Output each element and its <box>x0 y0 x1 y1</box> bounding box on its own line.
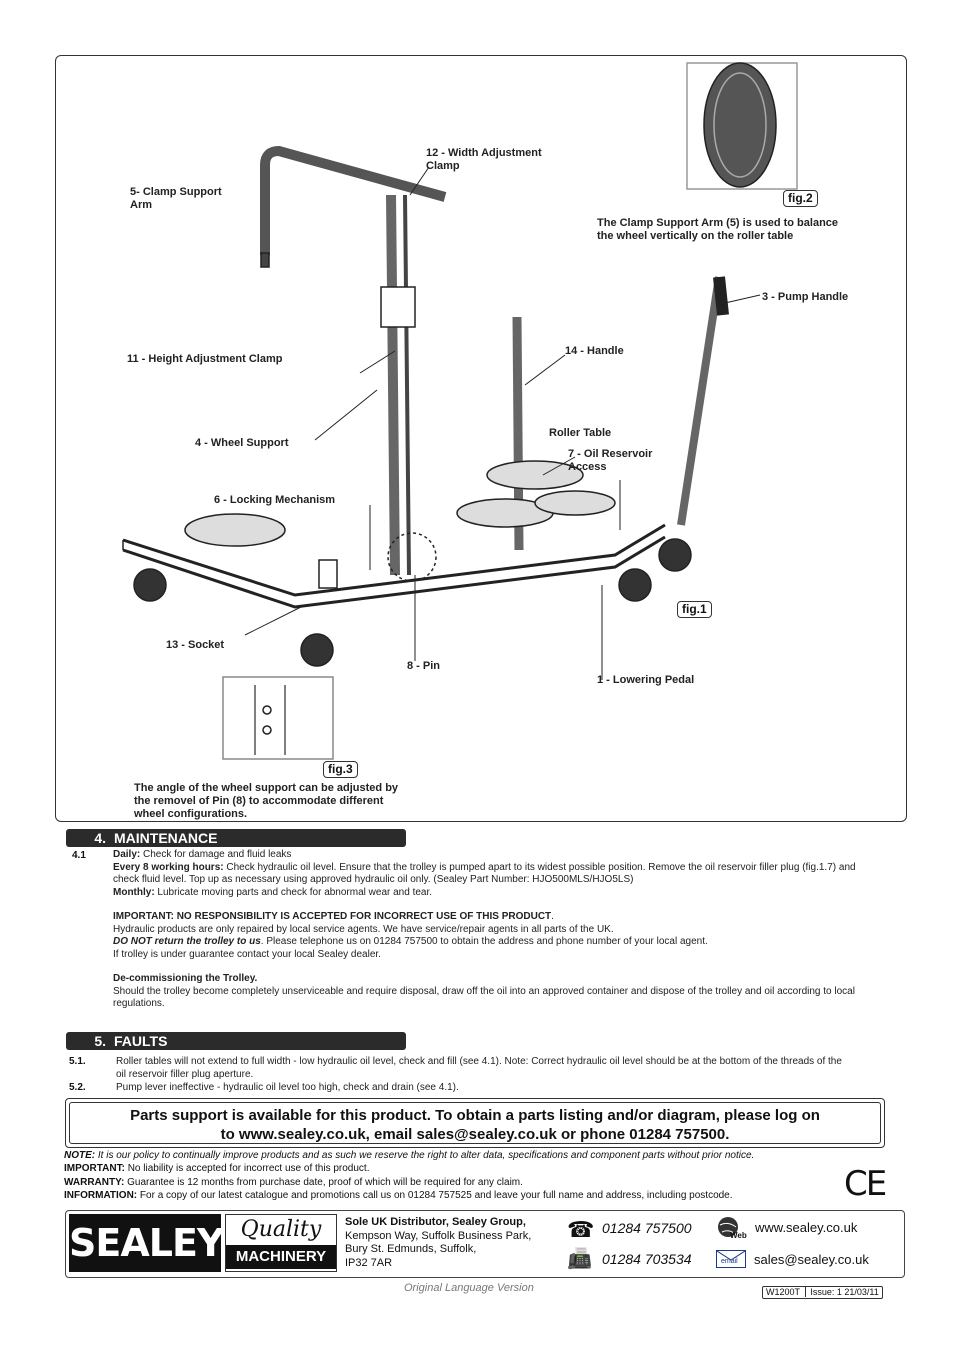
fault-2-text: Pump lever ineffective - hydraulic oil l… <box>116 1082 459 1093</box>
sealey-logo: SEALEY <box>69 1214 224 1272</box>
fax-icon: 📠 <box>567 1248 592 1270</box>
parts-support-inner: Parts support is available for this prod… <box>69 1102 881 1144</box>
original-language: Original Language Version <box>404 1282 534 1294</box>
every8-text: Check hydraulic oil level. Ensure that t… <box>113 861 856 886</box>
note-text: It is our policy to continually improve … <box>95 1150 755 1161</box>
important-note-label: IMPORTANT: <box>64 1163 125 1175</box>
daily-text: Check for damage and fluid leaks <box>140 849 292 860</box>
note-label: NOTE: <box>64 1150 96 1161</box>
dont-return: DO NOT return the trolley to us <box>113 936 261 947</box>
legal-notes: NOTE: It is our policy to continually im… <box>64 1149 884 1203</box>
fig2-tag: fig.2 <box>783 190 818 207</box>
label-pin: 8 - Pin <box>407 660 441 672</box>
decom-title: De-commissioning the Trolley. <box>113 973 258 984</box>
issue-text: Issue: 1 21/03/11 <box>805 1287 879 1297</box>
fault-1-number: 5.1. <box>69 1056 86 1067</box>
label-locking: 6 - Locking Mechanism <box>214 494 336 506</box>
monthly-text: Lubricate moving parts and check for abn… <box>154 886 433 898</box>
fax-number: 01284 703534 <box>602 1251 692 1267</box>
address-line3: IP32 7AR <box>345 1256 393 1269</box>
address-line2: Bury St. Edmunds, Suffolk, <box>345 1243 477 1255</box>
label-width-clamp: 12 - Width Adjustment Clamp <box>426 147 542 172</box>
fig1-tag: fig.1 <box>677 601 712 618</box>
ce-mark: CE <box>844 1164 887 1204</box>
important-note-text: No liability is accepted for incorrect u… <box>124 1163 370 1175</box>
faults-number: 5. <box>94 1033 106 1049</box>
info-text: For a copy of our latest catalogue and p… <box>137 1190 733 1202</box>
machinery-text: MACHINERY <box>226 1245 336 1269</box>
label-roller-table: Roller Table <box>549 427 612 439</box>
label-wheel-support: 4 - Wheel Support <box>195 437 289 449</box>
label-socket: 13 - Socket <box>166 639 225 651</box>
faults-title: FAULTS <box>114 1033 168 1049</box>
monthly-label: Monthly: <box>113 886 155 898</box>
phone-number: 01284 757500 <box>602 1220 692 1236</box>
distributor-title: Sole UK Distributor, Sealey Group, <box>345 1216 526 1228</box>
label-pump-handle: 3 - Pump Handle <box>762 291 849 303</box>
quality-logo: Quality MACHINERY <box>225 1214 337 1272</box>
maintenance-header: 4. MAINTENANCE <box>66 829 406 847</box>
maintenance-number: 4. <box>94 830 106 846</box>
info-label: INFORMATION: <box>64 1190 138 1202</box>
parts-support-line2: to www.sealey.co.uk, email sales@sealey.… <box>220 1126 730 1143</box>
doc-code-text: W1200T <box>766 1287 800 1297</box>
fig3-tag: fig.3 <box>323 761 358 778</box>
label-oil-reservoir: 7 - Oil Reservoir Access <box>568 448 653 473</box>
trolley-diagram <box>122 62 798 760</box>
important-end: . <box>551 911 554 922</box>
footer-box <box>65 1210 905 1278</box>
maintenance-title: MAINTENANCE <box>114 830 218 846</box>
fault-2-number: 5.2. <box>69 1082 86 1093</box>
maintenance-item-number: 4.1 <box>72 850 86 861</box>
email-icon: email <box>716 1250 746 1268</box>
phone-icon: ☎ <box>567 1217 595 1242</box>
address-line1: Kempson Way, Suffolk Business Park, <box>345 1229 532 1242</box>
parts-support-line1: Parts support is available for this prod… <box>130 1107 820 1124</box>
website-link[interactable]: www.sealey.co.uk <box>755 1220 858 1235</box>
quality-text: Quality <box>240 1217 322 1242</box>
email-link[interactable]: sales@sealey.co.uk <box>754 1252 869 1267</box>
parts-support-box: Parts support is available for this prod… <box>65 1098 885 1148</box>
guarantee-text: If trolley is under guarantee contact yo… <box>113 948 381 960</box>
web-icon: Web <box>716 1215 750 1241</box>
maintenance-body: Daily: Check for damage and fluid leaks … <box>113 849 873 1011</box>
label-height-clamp: 11 - Height Adjustment Clamp <box>127 353 283 365</box>
dont-return-text: . Please telephone us on 01284 757500 to… <box>260 936 708 947</box>
label-clamp-arm: 5- Clamp Support Arm <box>130 186 222 211</box>
important-label: IMPORTANT: NO RESPONSIBILITY IS ACCEPTED… <box>113 911 552 922</box>
fault-1-text: Roller tables will not extend to full wi… <box>116 1056 842 1080</box>
doc-code: W1200T Issue: 1 21/03/11 <box>762 1286 883 1299</box>
label-lowering-pedal: 1 - Lowering Pedal <box>597 674 695 686</box>
daily-label: Daily: <box>113 849 141 860</box>
decom-text: Should the trolley become completely uns… <box>113 985 855 1010</box>
distributor-address: Sole UK Distributor, Sealey Group, Kemps… <box>345 1216 531 1270</box>
fig2-caption: The Clamp Support Arm (5) is used to bal… <box>597 217 839 242</box>
faults-header: 5. FAULTS <box>66 1032 406 1050</box>
repair-text: Hydraulic products are only repaired by … <box>113 923 614 935</box>
warranty-text: Guarantee is 12 months from purchase dat… <box>124 1176 523 1188</box>
email-icon-label: email <box>721 1258 738 1265</box>
label-handle: 14 - Handle <box>565 345 624 357</box>
web-icon-label: Web <box>730 1231 747 1240</box>
diagram-frame <box>55 55 907 822</box>
every8-label: Every 8 working hours: <box>113 861 224 873</box>
fig3-caption: The angle of the wheel support can be ad… <box>134 782 399 820</box>
warranty-label: WARRANTY: <box>64 1176 125 1188</box>
